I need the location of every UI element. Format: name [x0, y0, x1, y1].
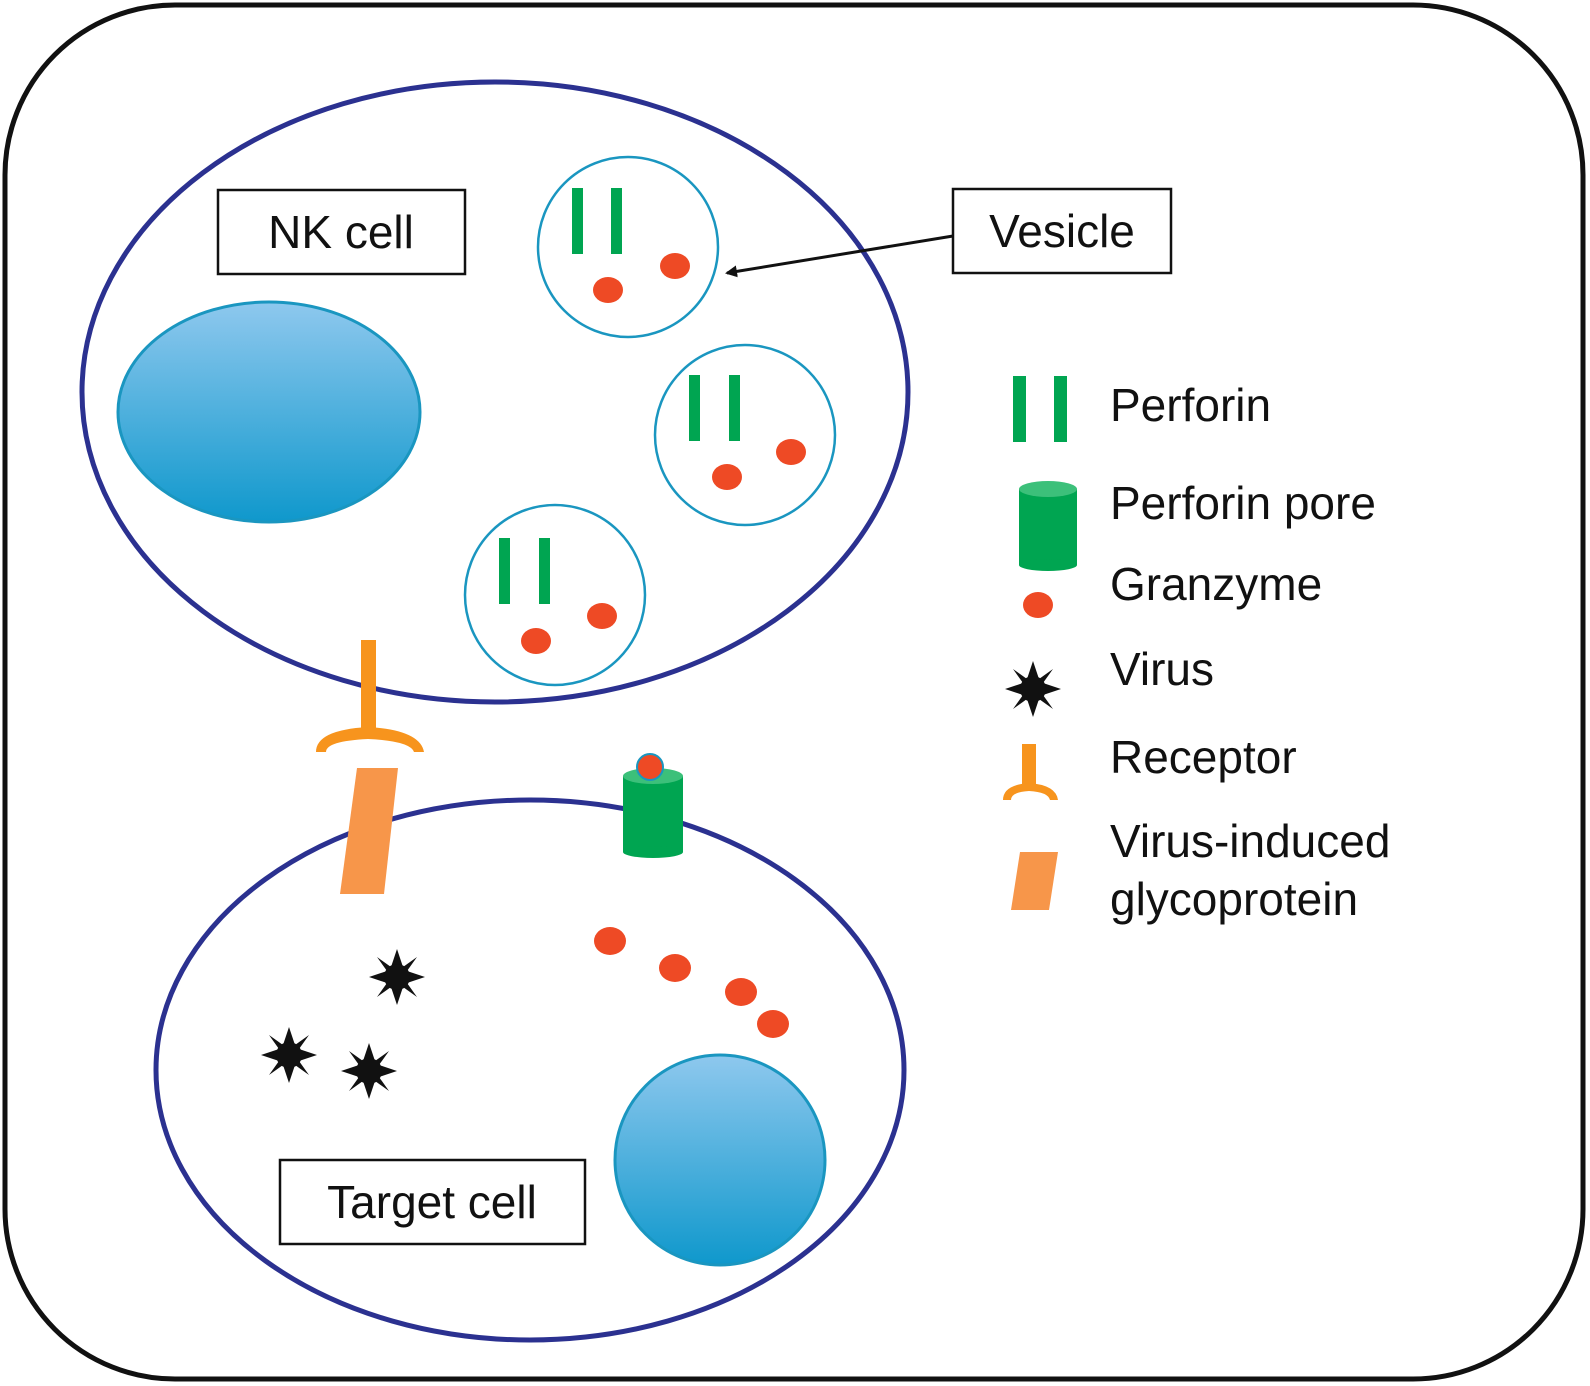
- vesicle-3: [463, 503, 647, 687]
- perforin-strand: [729, 375, 740, 441]
- perforin-strand: [572, 188, 583, 254]
- granzyme-dot: [593, 277, 623, 303]
- perforin-strand: [689, 375, 700, 441]
- glycoprotein-icon: [1011, 852, 1058, 910]
- receptor-icon: [1003, 744, 1058, 800]
- perforin-strand: [539, 538, 550, 604]
- nk-cell-membrane: [79, 79, 911, 705]
- vesicle-label: Vesicle: [951, 187, 1173, 275]
- granzyme-dot: [659, 954, 691, 982]
- vesicle-label-text: Vesicle: [989, 205, 1135, 257]
- perforin-strand: [499, 538, 510, 604]
- granzyme-dot: [757, 1010, 789, 1038]
- granzyme-dot: [776, 439, 806, 465]
- nk-cell-nucleus: [116, 300, 422, 524]
- legend-granzyme-label: Granzyme: [1110, 558, 1322, 610]
- target-cell-label-text: Target cell: [327, 1176, 537, 1228]
- target-cell-nucleus: [613, 1053, 827, 1267]
- granzyme-dot: [660, 253, 690, 279]
- granzyme-dot: [636, 753, 664, 781]
- virus-particle: [369, 949, 425, 1005]
- vesicle-1: [536, 155, 720, 339]
- perforin-pore: [623, 753, 683, 858]
- receptor: [316, 640, 424, 752]
- legend-receptor-label: Receptor: [1110, 731, 1297, 783]
- virus-particle: [261, 1027, 317, 1083]
- granzyme-dot: [725, 978, 757, 1006]
- granzyme-dot: [594, 927, 626, 955]
- legend-virus-label: Virus: [1110, 643, 1214, 695]
- nk-cell-label: NK cell: [216, 188, 467, 276]
- virus-induced-glycoprotein: [340, 768, 398, 894]
- perforin-strand: [611, 188, 622, 254]
- legend-perforin-label: Perforin: [1110, 379, 1271, 431]
- granzyme-dot: [521, 628, 551, 654]
- granzyme-icon: [1023, 592, 1053, 618]
- target-cell-label: Target cell: [278, 1158, 587, 1246]
- perforin-icon: [1013, 376, 1067, 442]
- virus-icon: [1005, 661, 1061, 717]
- granzyme-dot: [587, 603, 617, 629]
- perforin-pore-icon: [1019, 481, 1077, 571]
- granzyme-dot: [712, 464, 742, 490]
- legend: Perforin Perforin pore Granzyme Virus Re…: [1003, 376, 1390, 925]
- vesicle-2: [653, 343, 837, 527]
- legend-glycoprotein-label-line2: glycoprotein: [1110, 873, 1358, 925]
- nk-cell-label-text: NK cell: [268, 206, 414, 258]
- legend-perforin-pore-label: Perforin pore: [1110, 477, 1376, 529]
- virus-particle: [341, 1043, 397, 1099]
- target-cell-membrane: [153, 797, 907, 1343]
- legend-glycoprotein-label-line1: Virus-induced: [1110, 815, 1390, 867]
- vesicle-pointer-arrow: [725, 234, 954, 278]
